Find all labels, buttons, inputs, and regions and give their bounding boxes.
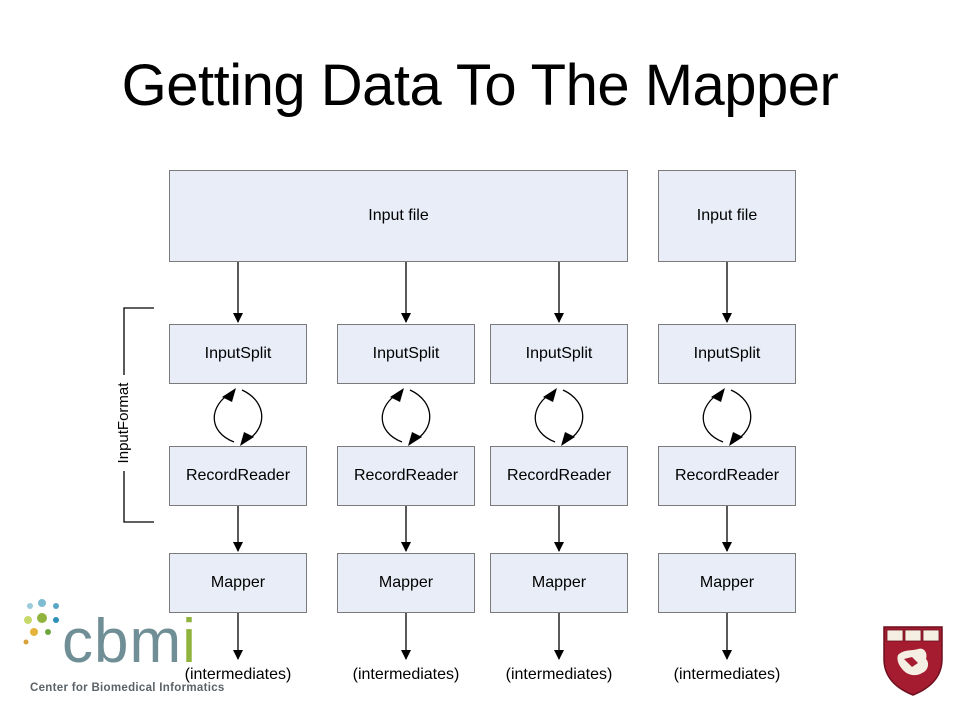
- inputsplit-label: InputSplit: [693, 345, 761, 362]
- loop-cycle-1: [213, 389, 263, 443]
- recordreader-box-1: RecordReader: [169, 446, 307, 506]
- output-label-4: (intermediates): [673, 666, 781, 683]
- loop-cycle-4: [702, 389, 752, 443]
- recordreader-label: RecordReader: [674, 467, 780, 484]
- mapper-label: Mapper: [531, 574, 587, 591]
- output-label-3: (intermediates): [505, 666, 613, 683]
- mapper-label: Mapper: [210, 574, 266, 591]
- inputsplit-box-1: InputSplit: [169, 324, 307, 384]
- input-file-label: Input file: [696, 207, 758, 224]
- mapper-label: Mapper: [378, 574, 434, 591]
- output-label-2: (intermediates): [352, 666, 460, 683]
- inputsplit-box-3: InputSplit: [490, 324, 628, 384]
- recordreader-box-2: RecordReader: [337, 446, 475, 506]
- cbmi-dots-icon: [23, 599, 59, 645]
- recordreader-box-3: RecordReader: [490, 446, 628, 506]
- recordreader-label: RecordReader: [506, 467, 612, 484]
- inputsplit-label: InputSplit: [204, 345, 272, 362]
- cbmi-logo-text: cbmi: [62, 607, 197, 676]
- recordreader-label: RecordReader: [353, 467, 459, 484]
- mapper-box-4: Mapper: [658, 553, 796, 613]
- loop-arrowhead: [561, 432, 575, 446]
- loop-arrowhead: [390, 388, 404, 402]
- cbmi-logo-subtitle: Center for Biomedical Informatics: [30, 682, 225, 694]
- input-file-box-small: Input file: [658, 170, 796, 262]
- input-file-label: Input file: [368, 207, 429, 224]
- mapper-box-3: Mapper: [490, 553, 628, 613]
- inputsplit-label: InputSplit: [525, 345, 593, 362]
- mapper-label: Mapper: [699, 574, 755, 591]
- harvard-shield-icon: [883, 626, 943, 696]
- loop-cycle-3: [534, 389, 584, 443]
- loop-arrowhead: [240, 432, 254, 446]
- slide-title: Getting Data To The Mapper: [121, 53, 839, 118]
- loop-arrowhead: [711, 388, 725, 402]
- inputsplit-label: InputSplit: [372, 345, 440, 362]
- loop-arrowhead: [543, 388, 557, 402]
- inputformat-label: InputFormat: [114, 375, 134, 471]
- output-label-1: (intermediates): [184, 666, 292, 683]
- inputsplit-box-4: InputSplit: [658, 324, 796, 384]
- recordreader-box-4: RecordReader: [658, 446, 796, 506]
- mapper-box-2: Mapper: [337, 553, 475, 613]
- loop-arrowhead: [222, 388, 236, 402]
- loop-cycle-2: [381, 389, 431, 443]
- input-file-box-large: Input file: [169, 170, 628, 262]
- mapper-box-1: Mapper: [169, 553, 307, 613]
- loop-arrowhead: [729, 432, 743, 446]
- loop-arrowhead: [408, 432, 422, 446]
- inputsplit-box-2: InputSplit: [337, 324, 475, 384]
- recordreader-label: RecordReader: [185, 467, 291, 484]
